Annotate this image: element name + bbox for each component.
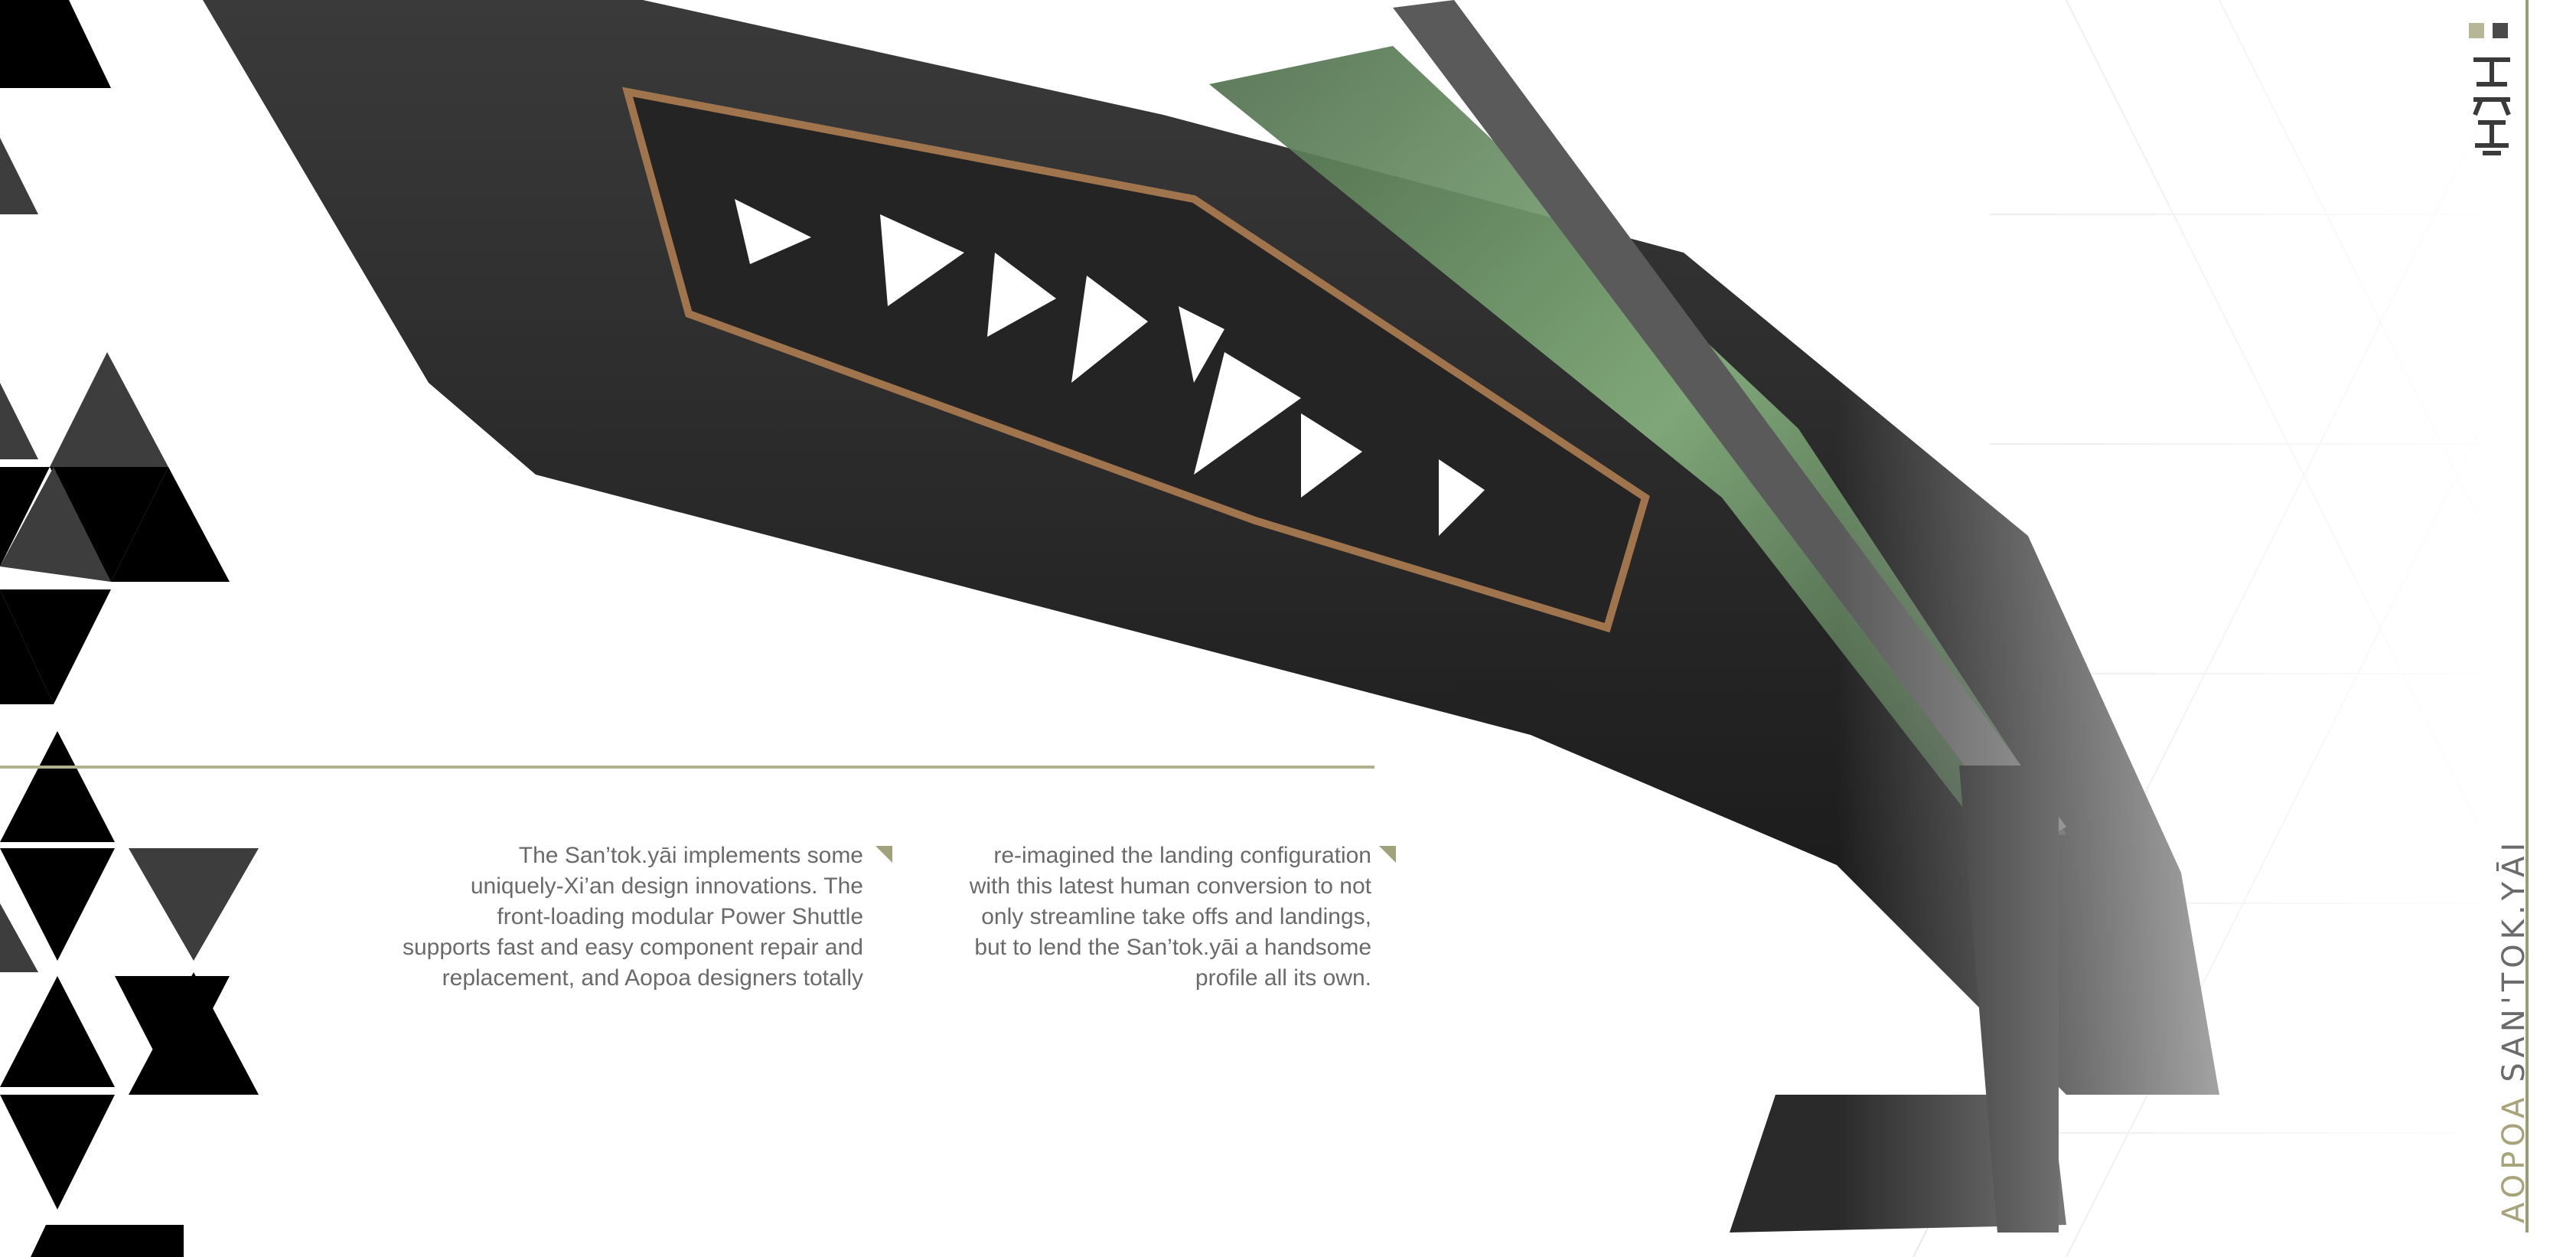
- horizontal-rule: [0, 766, 1374, 769]
- body-line: profile all its own.: [1195, 965, 1371, 991]
- title-model: SAN'TOK.YĀI: [2496, 837, 2532, 1082]
- body-line: replacement, and Aopoa designers totally: [442, 965, 863, 991]
- body-line: re-imagined the landing configuration: [993, 843, 1371, 868]
- body-line: but to lend the San’tok.yāi a handsome: [974, 935, 1371, 960]
- body-line: with this latest human conversion to not: [969, 873, 1371, 899]
- triangle-pattern: [0, 0, 259, 1257]
- body-text-column-1: The San’tok.yāi implements some uniquely…: [352, 841, 863, 994]
- xian-glyph-emblem-icon: [2473, 57, 2511, 155]
- body-line: supports fast and easy component repair …: [402, 935, 863, 960]
- body-line: front-loading modular Power Shuttle: [497, 904, 863, 929]
- olive-corner-marker: [876, 846, 892, 863]
- vertical-title: AOPOA SAN'TOK.YĀI: [2496, 838, 2532, 1223]
- body-line: only streamline take offs and landings,: [981, 904, 1371, 929]
- olive-corner-marker: [1379, 846, 1396, 863]
- vertical-rule: [2525, 0, 2529, 1233]
- hull-fade-overlay: [1837, 0, 2525, 1257]
- body-text-column-2: re-imagined the landing configuration wi…: [888, 841, 1371, 994]
- color-swatch-grey: [2493, 23, 2508, 38]
- color-swatch-olive: [2469, 23, 2484, 38]
- body-line: uniquely-Xi’an design innovations. The: [470, 873, 863, 899]
- title-brand: AOPOA: [2496, 1092, 2532, 1223]
- body-line: The San’tok.yāi implements some: [518, 843, 863, 868]
